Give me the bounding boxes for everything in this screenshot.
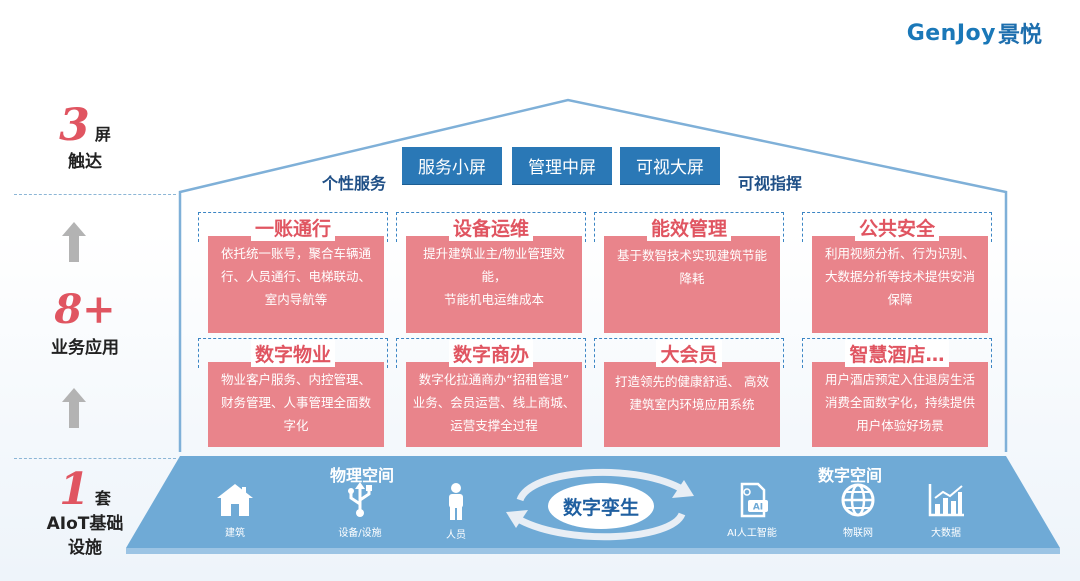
- infra-label-1: AIoT基础: [46, 514, 124, 534]
- card-bracket: [198, 212, 388, 242]
- bar-chart-icon: [928, 484, 964, 517]
- divider-top: [14, 194, 176, 195]
- building-icon: [217, 484, 253, 516]
- iot-label: 物联网: [843, 528, 873, 539]
- card-line: 用户酒店预定入住退房生活: [824, 372, 975, 387]
- ai-document-icon: AI: [740, 482, 768, 518]
- card-body: 提升建筑业主/物业管理效 能， 节能机电运维成本: [406, 236, 582, 333]
- brand-name-cn: 景悦: [997, 23, 1042, 48]
- brand-logo: GenJoy 景悦: [907, 16, 1042, 50]
- tab-management-mid-screen[interactable]: 管理中屏: [512, 147, 612, 184]
- card-line: 行、人员通行、电梯联动、: [220, 269, 371, 284]
- card-line: 建筑室内环境应用系统: [629, 397, 755, 412]
- twin-arrow-left: [516, 468, 682, 502]
- card-body: 依托统一账号，聚合车辆通 行、人员通行、电梯联动、 室内导航等: [208, 236, 384, 333]
- roof-label-personal-service: 个性服务: [322, 174, 387, 193]
- equipment-label: 设备/设施: [338, 528, 382, 539]
- card-line: 能，: [481, 269, 507, 284]
- building-item: 建筑: [203, 482, 267, 539]
- tab-visual-big-screen[interactable]: 可视大屏: [620, 147, 720, 184]
- card-line: 数字化拉通商办“招租管退”: [418, 372, 570, 387]
- screens-label: 触达: [68, 152, 102, 172]
- tab-service-small-screen[interactable]: 服务小屏: [402, 147, 502, 184]
- base-shadow: [126, 548, 1060, 554]
- card-line: 提升建筑业主/物业管理效: [423, 246, 565, 261]
- ai-item: AI AI人工智能: [720, 482, 784, 539]
- card-title: 大会员: [594, 338, 784, 368]
- infra-number: 1: [59, 464, 90, 515]
- card-bracket: [396, 338, 586, 368]
- card-body: 用户酒店预定入住退房生活 消费全面数字化，持续提供 用户体验好场景: [812, 362, 988, 447]
- card-line: 运营支撑全过程: [450, 418, 538, 433]
- card-title: 数字物业: [198, 338, 388, 368]
- digital-twin-label: 数字孪生: [562, 496, 639, 519]
- infra-label-2: 设施: [68, 538, 102, 558]
- card-title: 能效管理: [594, 212, 784, 242]
- card-body: 利用视频分析、行为识别、 大数据分析等技术提供安消 保障: [812, 236, 988, 333]
- twin-arrow-right-head: [506, 510, 528, 528]
- card-bracket: [198, 338, 388, 368]
- card-line: 物业客户服务、内控管理、: [220, 372, 371, 387]
- card-line: 保障: [887, 292, 913, 307]
- infra-block: 1 套 AIoT基础 设施: [0, 468, 170, 560]
- card-body: 数字化拉通商办“招租管退” 业务、会员运营、线上商城、 运营支撑全过程: [406, 362, 582, 447]
- card-line: 打造领先的健康舒适、 高效: [615, 374, 769, 389]
- card-line: 大数据分析等技术提供安消: [824, 269, 975, 284]
- usb-icon: [348, 482, 372, 517]
- building-label: 建筑: [225, 528, 245, 539]
- big-data-label: 大数据: [931, 528, 961, 539]
- brand-name-en: GenJoy: [906, 20, 996, 46]
- card-title: 公共安全: [802, 212, 992, 242]
- up-arrow-icon: [62, 222, 86, 262]
- card-line: 降耗: [679, 271, 705, 286]
- apps-block: 8+ 业务应用: [0, 290, 170, 360]
- big-data-item: 大数据: [914, 482, 978, 539]
- digital-twin-hub: 数字孪生: [548, 483, 654, 529]
- screens-unit: 屏: [94, 125, 111, 144]
- apps-number: 8+: [54, 286, 116, 333]
- card-line: 消费全面数字化，持续提供: [824, 395, 975, 410]
- card-body: 基于数智技术实现建筑节能 降耗: [604, 236, 780, 333]
- card-bracket: [594, 338, 784, 368]
- person-icon: [449, 483, 463, 520]
- card-title: 数字商办: [396, 338, 586, 368]
- card-bracket: [396, 212, 586, 242]
- card-line: 节能机电运维成本: [443, 292, 544, 307]
- physical-space-label: 物理空间: [330, 466, 395, 485]
- card-title: 设备运维: [396, 212, 586, 242]
- card-bracket: [802, 212, 992, 242]
- card-title: 智慧酒店…: [802, 338, 992, 368]
- card-bracket: [802, 338, 992, 368]
- infra-unit: 套: [94, 489, 111, 508]
- svg-text:AI: AI: [753, 503, 763, 513]
- ai-label: AI人工智能: [727, 528, 777, 539]
- twin-arrow-right: [518, 512, 686, 541]
- card-line: 财务管理、人事管理全面数: [220, 395, 371, 410]
- up-arrow-icon-2: [62, 388, 86, 428]
- card-line: 利用视频分析、行为识别、: [824, 246, 975, 261]
- card-title: 一账通行: [198, 212, 388, 242]
- digital-space-label: 数字空间: [818, 466, 883, 485]
- roof-outline: [178, 98, 1008, 452]
- card-line: 用户体验好场景: [856, 418, 944, 433]
- iot-item: 物联网: [826, 482, 890, 539]
- card-body: 打造领先的健康舒适、 高效 建筑室内环境应用系统: [604, 362, 780, 447]
- card-bracket: [594, 212, 784, 242]
- card-line: 业务、会员运营、线上商城、: [412, 395, 576, 410]
- personnel-item: 人员: [424, 482, 488, 541]
- screens-number: 3: [59, 100, 90, 151]
- card-line: 室内导航等: [264, 292, 328, 307]
- card-body: 物业客户服务、内控管理、 财务管理、人事管理全面数 字化: [208, 362, 384, 447]
- card-line: 字化: [283, 418, 309, 433]
- card-line: 依托统一账号，聚合车辆通: [220, 246, 371, 261]
- divider-bottom: [14, 458, 176, 459]
- twin-arrow-left-head: [672, 480, 694, 498]
- equipment-item: 设备/设施: [328, 482, 392, 539]
- roof-label-visual-command: 可视指挥: [738, 174, 803, 193]
- screens-block: 3 屏 触达: [0, 104, 170, 174]
- card-line: 基于数智技术实现建筑节能: [616, 248, 767, 263]
- globe-icon: [841, 483, 875, 517]
- apps-label: 业务应用: [51, 338, 119, 358]
- personnel-label: 人员: [446, 530, 466, 541]
